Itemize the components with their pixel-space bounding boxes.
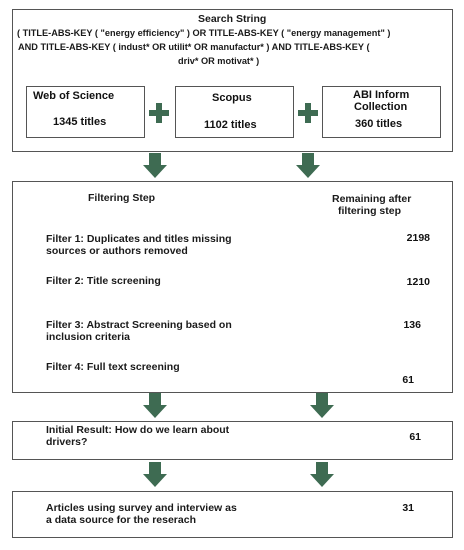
filter-1-count: 2198 [406,232,430,244]
abi-inform-name-line-1: ABI Inform [353,89,410,101]
down-arrow-icon [310,462,334,488]
down-arrow-icon [296,153,320,179]
initial-result-line-1: Initial Result: How do we learn about [46,424,230,436]
final-result-line-2: a data source for the reserach [46,514,196,526]
filtering-step-header: Filtering Step [88,192,156,204]
down-arrow-icon [143,462,167,488]
plus-icon-1 [149,103,169,123]
scopus-name: Scopus [212,92,252,104]
remaining-header-line-2: filtering step [338,205,402,217]
filter-1-line-1: Filter 1: Duplicates and titles missing [46,233,232,245]
scopus-count: 1102 titles [204,119,257,131]
web-of-science-count: 1345 titles [53,116,107,128]
initial-result-count: 61 [409,431,421,443]
search-string-line-3: driv* OR motivat* ) [178,56,260,66]
down-arrow-icon [310,393,334,419]
filtering-box [12,181,453,393]
search-string-title: Search String [198,13,267,25]
search-string-line-1: ( TITLE-ABS-KEY ( "energy efficiency" ) … [17,28,391,38]
abi-inform-box: ABI Inform Collection 360 titles [322,86,441,138]
down-arrow-icon [143,153,167,179]
filter-1-line-2: sources or authors removed [46,245,188,257]
remaining-header-line-1: Remaining after [332,193,412,205]
search-string-line-2: AND TITLE-ABS-KEY ( indust* OR utilit* O… [18,42,370,52]
initial-result-box [12,421,453,460]
final-result-box [12,491,453,538]
final-result-line-1: Articles using survey and interview as [46,502,237,514]
filter-2-line-1: Filter 2: Title screening [46,275,161,287]
abi-inform-count: 360 titles [355,118,403,130]
filter-4-count: 61 [402,374,414,386]
web-of-science-name: Web of Science [33,90,115,102]
scopus-box: Scopus 1102 titles [175,86,294,138]
abi-inform-name-line-2: Collection [354,101,408,113]
web-of-science-box: Web of Science 1345 titles [26,86,145,138]
filter-3-count: 136 [403,319,421,331]
down-arrow-icon [143,393,167,419]
initial-result-line-2: drivers? [46,436,88,448]
filter-3-line-2: inclusion criteria [46,331,131,343]
filter-3-line-1: Filter 3: Abstract Screening based on [46,319,232,331]
filter-2-count: 1210 [406,276,430,288]
filter-4-line-1: Filter 4: Full text screening [46,361,180,373]
plus-icon-2 [298,103,318,123]
final-result-count: 31 [402,502,414,514]
